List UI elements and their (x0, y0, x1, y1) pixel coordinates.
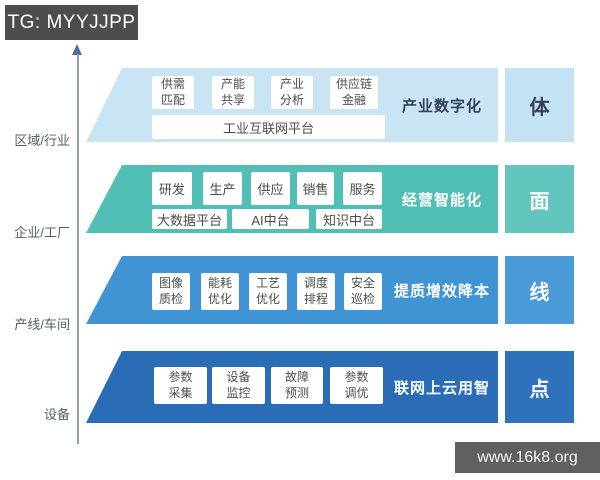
platform-box: 知识中台 (316, 209, 382, 229)
header-tag: TG: MYYJJPP (5, 5, 138, 40)
dimension-block-dian: 点 (505, 351, 574, 423)
app-box: 工艺 优化 (249, 273, 287, 310)
app-box: 销售 (297, 172, 334, 205)
dimension-block-xian: 线 (505, 256, 574, 324)
app-box: 研发 (152, 172, 192, 205)
app-box: 调度 排程 (297, 273, 335, 310)
axis-line (77, 54, 79, 444)
result-label-operation-intelligence: 经营智能化 (401, 191, 482, 209)
platform-box: AI中台 (232, 209, 309, 229)
app-box: 参数 调优 (330, 367, 383, 404)
axis-label-device: 设备 (43, 407, 70, 422)
app-box: 产能 共享 (212, 76, 254, 109)
axis-label-enterprise-factory: 企业/工厂 (14, 225, 70, 240)
app-box: 能耗 优化 (201, 273, 239, 310)
watermark-url: www.16k8.org (455, 442, 600, 473)
axis-label-line-workshop: 产线/车间 (14, 317, 70, 332)
axis-label-region-industry: 区域/行业 (14, 133, 70, 148)
result-label-quality-efficiency: 提质增效降本 (393, 282, 490, 300)
app-box: 参数 采集 (154, 367, 207, 404)
platform-box: 大数据平台 (152, 209, 227, 229)
app-box: 供应链 金融 (330, 76, 378, 109)
app-box: 安全 巡检 (344, 273, 382, 310)
app-box: 供需 匹配 (152, 76, 194, 109)
app-box: 服务 (343, 172, 382, 205)
result-label-industry-digitalization: 产业数字化 (401, 97, 482, 115)
app-box: 生产 (203, 172, 242, 205)
app-box: 图像 质检 (152, 273, 190, 310)
result-label-connect-cloud-intel: 联网上云用智 (393, 379, 490, 397)
app-box: 设备 监控 (212, 367, 265, 404)
dimension-block-ti: 体 (505, 68, 574, 142)
app-box: 产业 分析 (271, 76, 313, 109)
axis-arrow-icon (72, 44, 82, 55)
platform-box: 工业互联网平台 (152, 115, 385, 139)
app-box: 供应 (251, 172, 290, 205)
app-box: 故障 预测 (271, 367, 323, 404)
dimension-block-mian: 面 (505, 165, 574, 233)
